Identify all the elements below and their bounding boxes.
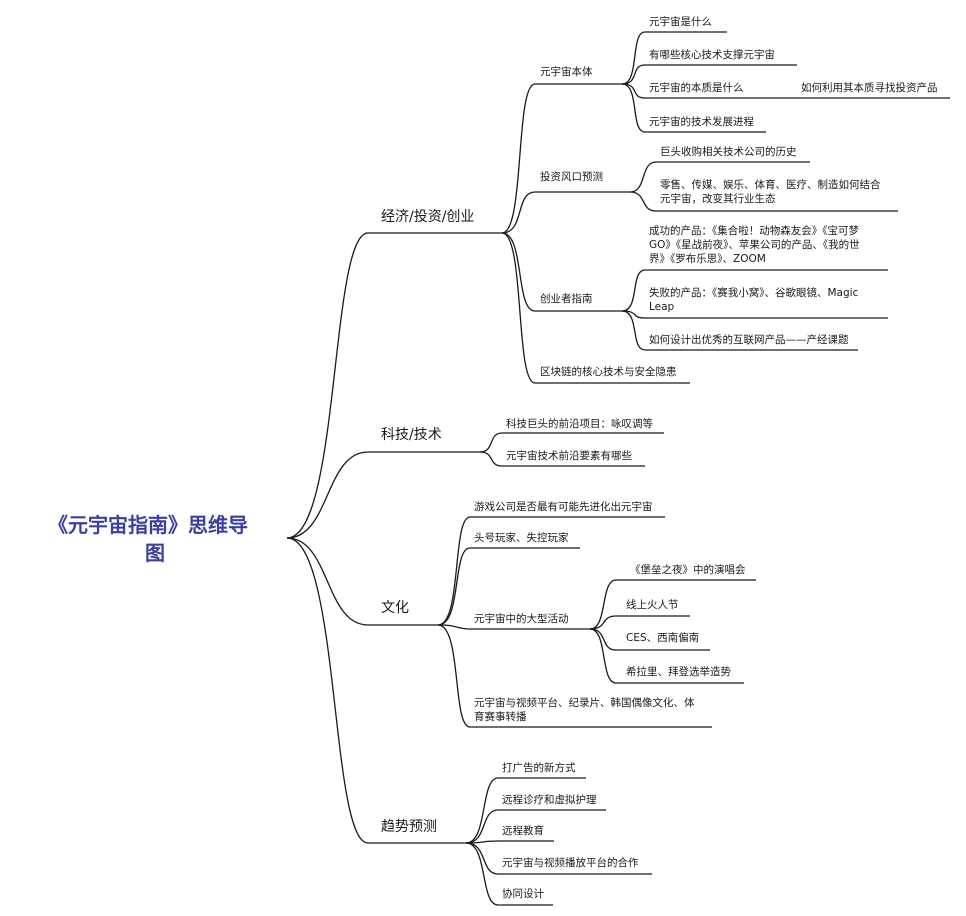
leaf-label: 元宇宙的技术发展进程 xyxy=(649,115,754,128)
node-metaverse-ontology[interactable]: 元宇宙本体 xyxy=(535,65,622,85)
connector-tech xyxy=(286,451,369,539)
large-events-label: 元宇宙中的大型活动 xyxy=(474,612,569,625)
connector-trend xyxy=(286,537,369,844)
leaf-label-line2: 元宇宙，改变其行业生态 xyxy=(660,192,776,205)
branch-economy[interactable]: 经济/投资/创业 xyxy=(368,209,502,234)
node-large-events[interactable]: 元宇宙中的大型活动 xyxy=(470,612,590,630)
node-startup-guide[interactable]: 创业者指南 xyxy=(535,292,622,312)
leaf-label: 打广告的新方式 xyxy=(502,761,576,774)
metaverse-connectors xyxy=(621,31,646,133)
economy-label: 经济/投资/创业 xyxy=(381,209,474,225)
leaf-tech-frontier-projects[interactable]: 科技巨头的前沿项目：咏叹调等 xyxy=(502,417,664,434)
branch-culture[interactable]: 文化 xyxy=(368,600,438,626)
leaf-label-line1: 元宇宙与视频平台、纪录片、韩国偶像文化、体 xyxy=(474,696,695,709)
leaf-label: 元宇宙技术前沿要素有哪些 xyxy=(506,449,632,462)
leaf-burning-man[interactable]: 线上火人节 xyxy=(616,598,690,617)
leaf-failed-products[interactable]: 失败的产品：《赛我小窝》、谷歌眼镜、Magic Leap xyxy=(645,286,888,319)
leaf-tech-frontier-elements[interactable]: 元宇宙技术前沿要素有哪些 xyxy=(502,449,645,467)
startup-label: 创业者指南 xyxy=(540,292,593,305)
leaf-what-is-metaverse[interactable]: 元宇宙是什么 xyxy=(645,15,727,33)
leaf-label-line1: 零售、传媒、娱乐、体育、医疗、制造如何结合 xyxy=(660,178,881,191)
leaf-video-partnership[interactable]: 元宇宙与视频播放平台的合作 xyxy=(498,856,652,875)
leaf-video-platforms[interactable]: 元宇宙与视频平台、纪录片、韩国偶像文化、体 育赛事转播 xyxy=(470,696,712,728)
root-title-line2: 图 xyxy=(145,541,165,565)
leaf-core-tech[interactable]: 有哪些核心技术支撑元宇宙 xyxy=(645,48,797,66)
leaf-industry-integration[interactable]: 零售、传媒、娱乐、体育、医疗、制造如何结合 元宇宙，改变其行业生态 xyxy=(656,178,898,212)
investment-label: 投资风口预测 xyxy=(540,170,603,183)
leaf-advertising[interactable]: 打广告的新方式 xyxy=(498,761,586,779)
leaf-label: 协同设计 xyxy=(502,887,544,900)
leaf-label: 科技巨头的前沿项目：咏叹调等 xyxy=(506,417,653,430)
leaf-label-line2: Leap xyxy=(649,301,675,313)
leaf-label: 元宇宙的本质是什么 xyxy=(649,81,744,94)
leaf-remote-care[interactable]: 远程诊疗和虚拟护理 xyxy=(498,793,606,811)
leaf-label-line3: 界》《罗布乐思》、ZOOM xyxy=(649,253,766,265)
branch-trend[interactable]: 趋势预测 xyxy=(368,819,466,844)
leaf-ready-player[interactable]: 头号玩家、失控玩家 xyxy=(470,531,580,549)
blockchain-label: 区块链的核心技术与安全隐患 xyxy=(540,365,677,378)
leaf-successful-products[interactable]: 成功的产品：《集合啦！动物森友会》《宝可梦 GO》《星战前夜》、苹果公司的产品、… xyxy=(645,224,888,271)
leaf-label-line1: 成功的产品：《集合啦！动物森友会》《宝可梦 xyxy=(649,224,859,237)
leaf-label: CES、西南偏南 xyxy=(626,631,699,644)
root-title-line1: 《元宇宙指南》思维导 xyxy=(48,513,248,537)
leaf-tech-progress[interactable]: 元宇宙的技术发展进程 xyxy=(645,115,766,133)
tech-label: 科技/技术 xyxy=(381,427,442,443)
node-blockchain[interactable]: 区块链的核心技术与安全隐患 xyxy=(535,365,690,384)
leaf-label: 元宇宙是什么 xyxy=(649,15,712,28)
leaf-label: 希拉里、拜登选举造势 xyxy=(626,665,731,678)
metaverse-ontology-label: 元宇宙本体 xyxy=(540,65,593,78)
leaf-game-companies[interactable]: 游戏公司是否最有可能先进化出元宇宙 xyxy=(470,500,665,518)
leaf-label: 线上火人节 xyxy=(626,598,679,611)
leaf-essence-invest[interactable]: 如何利用其本质寻找投资产品 xyxy=(790,81,950,99)
leaf-label: 有哪些核心技术支撑元宇宙 xyxy=(649,48,775,61)
leaf-ces-sxsw[interactable]: CES、西南偏南 xyxy=(616,631,710,651)
culture-connectors xyxy=(437,516,471,728)
events-connectors xyxy=(589,579,617,684)
connector-economy xyxy=(286,232,369,539)
leaf-essence[interactable]: 元宇宙的本质是什么 xyxy=(645,81,790,99)
leaf-label: 远程诊疗和虚拟护理 xyxy=(502,793,597,806)
tech-connectors xyxy=(479,432,503,467)
leaf-label: 如何利用其本质寻找投资产品 xyxy=(801,81,938,94)
leaf-label: 游戏公司是否最有可能先进化出元宇宙 xyxy=(474,500,653,513)
leaf-label-line2: 育赛事转播 xyxy=(474,710,527,723)
leaf-label-line1: 失败的产品：《赛我小窝》、谷歌眼镜、Magic xyxy=(649,286,859,299)
leaf-election-campaigns[interactable]: 希拉里、拜登选举造势 xyxy=(616,665,744,684)
leaf-label: 如何设计出优秀的互联网产品——产经课题 xyxy=(649,333,849,346)
root-connectors xyxy=(286,232,369,844)
leaf-label-line2: GO》《星战前夜》、苹果公司的产品、《我的世 xyxy=(649,238,860,251)
startup-connectors xyxy=(621,269,646,351)
leaf-label: 《堡垒之夜》中的演唱会 xyxy=(630,563,746,576)
leaf-label: 巨头收购相关技术公司的历史 xyxy=(660,145,797,158)
economy-connectors xyxy=(501,83,536,384)
leaf-fortnite-concert[interactable]: 《堡垒之夜》中的演唱会 xyxy=(616,563,756,581)
leaf-label: 头号玩家、失控玩家 xyxy=(474,531,569,544)
culture-label: 文化 xyxy=(381,600,409,616)
leaf-label: 元宇宙与视频播放平台的合作 xyxy=(502,856,639,869)
connector-culture xyxy=(286,537,369,626)
leaf-label: 远程教育 xyxy=(502,824,544,837)
leaf-remote-education[interactable]: 远程教育 xyxy=(498,824,554,842)
node-investment-forecast[interactable]: 投资风口预测 xyxy=(535,170,630,193)
root-node[interactable]: 《元宇宙指南》思维导 图 xyxy=(48,513,248,565)
leaf-product-design[interactable]: 如何设计出优秀的互联网产品——产经课题 xyxy=(645,333,858,351)
leaf-acquisition-history[interactable]: 巨头收购相关技术公司的历史 xyxy=(656,145,810,163)
investment-connectors xyxy=(629,161,657,212)
trend-label: 趋势预测 xyxy=(381,819,437,835)
leaf-collaborative-design[interactable]: 协同设计 xyxy=(498,887,553,906)
branch-tech[interactable]: 科技/技术 xyxy=(368,427,480,453)
trend-connectors xyxy=(465,777,499,906)
